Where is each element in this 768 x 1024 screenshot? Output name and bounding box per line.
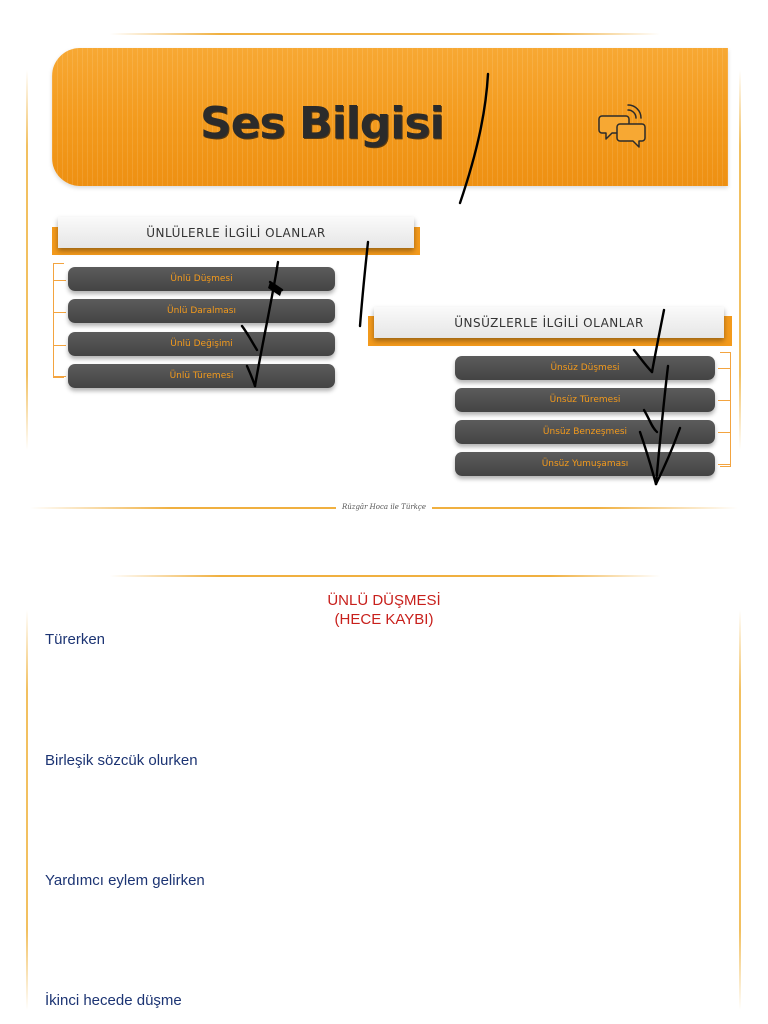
vowel-item: Ünlü Daralması	[68, 299, 335, 323]
vowels-header-label: ÜNLÜLERLE İLGİLİ OLANLAR	[58, 217, 414, 248]
vowels-tick-1	[54, 280, 66, 281]
section-subtitle: (HECE KAYBI)	[334, 611, 434, 628]
consonant-item: Ünsüz Düşmesi	[455, 356, 715, 380]
heading-turerken: Türerken	[45, 631, 106, 648]
consonant-item: Ünsüz Yumuşaması	[455, 452, 715, 476]
vowels-bracket	[53, 263, 64, 378]
heading-yardimci-eylem: Yardımcı eylem gelirken	[45, 872, 205, 889]
right-gold-rule	[739, 70, 741, 450]
consonant-item: Ünsüz Türemesi	[455, 388, 715, 412]
consonants-tick-3	[718, 432, 730, 433]
consonants-tick-4	[718, 464, 730, 465]
footer-signature-wrap: Rüzgâr Hoca ile Türkçe	[0, 503, 768, 511]
consonants-header-label: ÜNSÜZLERLE İLGİLİ OLANLAR	[374, 307, 724, 338]
vowel-item: Ünlü Değişimi	[68, 332, 335, 356]
consonant-item: Ünsüz Benzeşmesi	[455, 420, 715, 444]
vowels-tick-3	[54, 345, 66, 346]
footer-signature: Rüzgâr Hoca ile Türkçe	[335, 503, 432, 511]
heading-birlesik: Birleşik sözcük olurken	[45, 752, 198, 769]
page-title: Ses Bilgisi	[200, 98, 445, 149]
consonants-tick-1	[718, 368, 730, 369]
vowel-item: Ünlü Düşmesi	[68, 267, 335, 291]
page2-right-gold-rule	[739, 610, 741, 1010]
vowels-tick-4	[54, 376, 66, 377]
heading-ikinci-hece: İkinci hecede düşme	[45, 992, 182, 1009]
vowels-tick-2	[54, 312, 66, 313]
speech-bubbles-icon	[598, 104, 646, 148]
consonants-bracket	[720, 352, 731, 467]
left-gold-rule	[26, 70, 28, 450]
top-gold-rule	[110, 33, 660, 35]
page2-top-gold-rule	[110, 575, 660, 577]
page2-left-gold-rule	[26, 610, 28, 1010]
vowel-item: Ünlü Türemesi	[68, 364, 335, 388]
consonants-tick-2	[718, 400, 730, 401]
handwritten-annotations	[240, 72, 682, 486]
section-title: ÜNLÜ DÜŞMESİ	[327, 592, 441, 609]
